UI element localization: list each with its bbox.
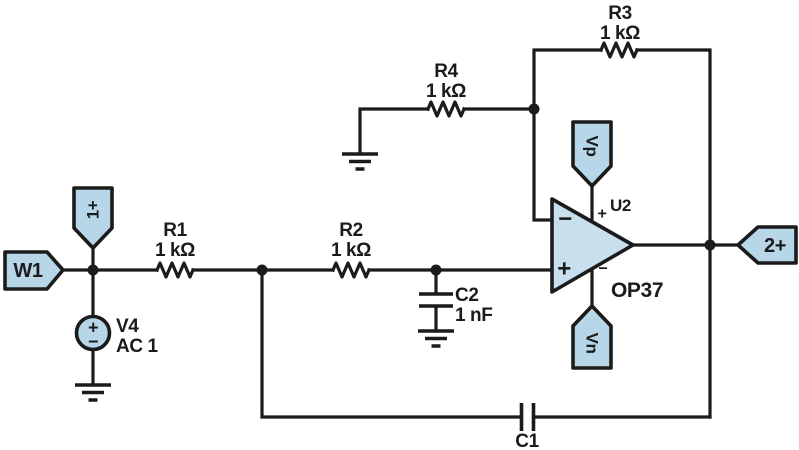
source-v4-name: V4	[116, 316, 139, 337]
capacitor-c2-name: C2	[455, 285, 479, 306]
resistor-r3-name: R3	[608, 3, 632, 24]
ground-icon-r4	[342, 152, 378, 171]
source-v4-value: AC 1	[116, 336, 159, 357]
opamp-supply-minus-sign: −	[599, 261, 608, 278]
resistor-r1-name: R1	[163, 220, 187, 241]
capacitor-c2-symbol	[419, 292, 453, 308]
source-v4-symbol	[74, 314, 112, 352]
resistor-r3: R3 1 kΩ	[598, 3, 641, 59]
resistor-r1: R1 1 kΩ	[154, 220, 196, 279]
source-v4-minus-sign: −	[88, 332, 98, 352]
resistor-r1-symbol	[154, 261, 196, 279]
resistor-r1-value: 1 kΩ	[155, 240, 195, 261]
ground-icon-v4	[75, 383, 111, 402]
junction-dots	[87, 103, 716, 276]
junction-dot-r3-r4	[528, 103, 540, 115]
capacitor-c1-symbol	[519, 403, 536, 431]
resistor-r4-value: 1 kΩ	[426, 81, 466, 102]
tag-vp: Vp	[571, 120, 613, 188]
opamp-noninverting-input-sign: +	[557, 256, 571, 283]
junction-dot-input	[87, 264, 99, 276]
tag-w1-shape	[3, 250, 65, 291]
resistor-r2: R2 1 kΩ	[330, 220, 372, 279]
source-v4-plus-sign: +	[88, 318, 98, 338]
wire-c1-net	[260, 268, 712, 419]
resistor-r4-name: R4	[434, 61, 458, 82]
ground-icon-c2	[418, 329, 454, 348]
junction-dot-output	[704, 239, 716, 251]
capacitor-c2-value: 1 nF	[455, 305, 492, 326]
resistor-r2-name: R2	[339, 220, 363, 241]
ground-symbols	[75, 152, 454, 402]
capacitor-c1: C1	[515, 403, 540, 450]
resistor-r4: R4 1 kΩ	[425, 61, 467, 118]
source-v4: + − V4 AC 1	[74, 314, 159, 357]
resistor-r2-symbol	[330, 261, 372, 279]
junction-dot-r1-r2	[256, 264, 268, 276]
tag-scope1-label: 1+	[84, 200, 103, 219]
tag-scope2-label: 2+	[764, 235, 786, 257]
tag-vp-shape	[571, 120, 613, 188]
tag-scope1-shape	[72, 186, 114, 250]
tag-w1-label: W1	[13, 260, 42, 282]
resistor-r4-symbol	[425, 100, 467, 118]
tag-w1: W1	[3, 250, 65, 291]
opamp-designator: U2	[610, 196, 631, 215]
opamp-u2: − + + − U2 OP37	[550, 196, 664, 302]
tag-scope2-shape	[736, 225, 798, 265]
tag-vn-label: Vn	[583, 333, 602, 354]
tag-scope2: 2+	[736, 225, 798, 265]
tag-scope1: 1+	[72, 186, 114, 250]
opamp-inverting-input-sign: −	[558, 206, 572, 233]
opamp-supply-plus-sign: +	[598, 206, 607, 223]
opamp-part-number: OP37	[611, 279, 663, 302]
wire-feedback-net	[532, 48, 740, 419]
junction-dot-c2	[430, 264, 442, 276]
tag-vn: Vn	[571, 304, 613, 370]
resistor-r3-symbol	[598, 41, 640, 59]
capacitor-c1-name: C1	[515, 431, 539, 450]
resistor-r2-value: 1 kΩ	[331, 240, 371, 261]
tag-vn-shape	[571, 304, 613, 370]
opamp-triangle	[550, 197, 635, 294]
capacitor-c2: C2 1 nF	[419, 285, 493, 326]
wire-r4-net	[358, 107, 536, 156]
tag-vp-label: Vp	[583, 136, 602, 157]
resistor-r3-value: 1 kΩ	[600, 23, 640, 44]
